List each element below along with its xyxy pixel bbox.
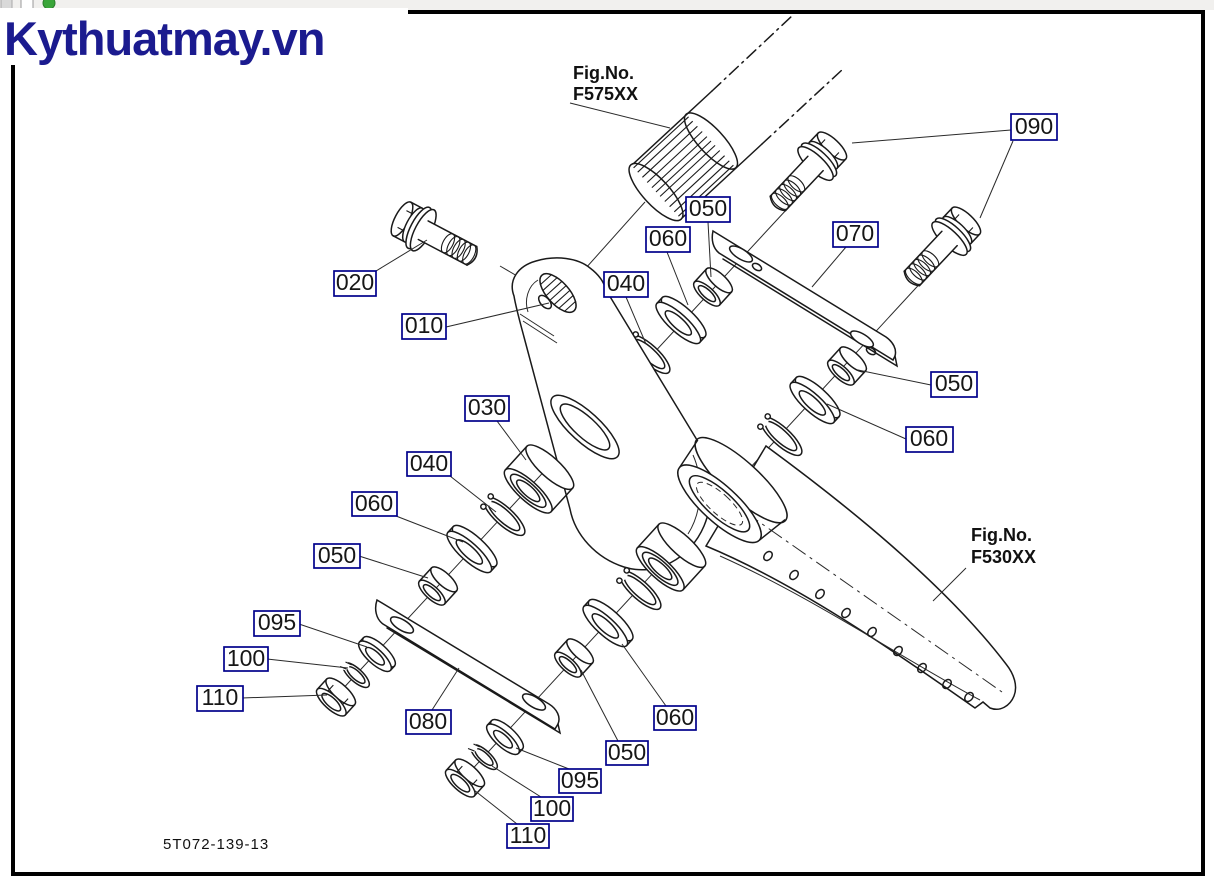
svg-text:060: 060 <box>656 704 694 730</box>
svg-text:Fig.No.: Fig.No. <box>971 525 1032 545</box>
svg-text:F575XX: F575XX <box>573 84 638 104</box>
svg-text:040: 040 <box>607 270 645 296</box>
svg-text:050: 050 <box>935 370 973 396</box>
callout-100-b[interactable]: 100 <box>530 795 574 822</box>
callout-070[interactable]: 070 <box>832 220 879 248</box>
callout-050-r[interactable]: 050 <box>930 370 978 398</box>
part-plate-080 <box>374 598 562 735</box>
callout-030[interactable]: 030 <box>464 394 510 422</box>
part-arm-f530xx <box>677 436 1017 710</box>
callout-100-a[interactable]: 100 <box>223 645 269 672</box>
svg-text:070: 070 <box>836 220 874 246</box>
svg-text:060: 060 <box>355 490 393 516</box>
svg-text:060: 060 <box>910 425 948 451</box>
callout-020[interactable]: 020 <box>333 269 377 297</box>
toolbar-fragment-icon[interactable] <box>0 0 13 10</box>
callout-050-a[interactable]: 050 <box>685 195 731 223</box>
part-hub <box>677 436 788 544</box>
svg-text:050: 050 <box>689 195 727 221</box>
callouts: 020 010 050 060 040 070 090 030 050 060 … <box>196 113 1058 849</box>
part-shaft-f575xx <box>628 14 844 222</box>
callout-040-a[interactable]: 040 <box>603 270 649 298</box>
callout-050-c[interactable]: 050 <box>605 739 649 766</box>
callout-060-r[interactable]: 060 <box>905 425 954 453</box>
callout-080[interactable]: 080 <box>405 708 452 735</box>
callout-090[interactable]: 090 <box>1010 113 1058 141</box>
callout-060-b[interactable]: 060 <box>351 490 398 517</box>
svg-text:F530XX: F530XX <box>971 547 1036 567</box>
callout-050-b[interactable]: 050 <box>313 542 361 569</box>
svg-text:110: 110 <box>510 822 547 848</box>
arm-holes <box>763 550 974 703</box>
part-plate-070 <box>711 229 899 368</box>
logo-text[interactable]: Kythuatmay.vn <box>4 12 325 65</box>
site-logo[interactable]: Kythuatmay.vn <box>0 8 408 65</box>
svg-text:095: 095 <box>561 767 599 793</box>
callout-040-b[interactable]: 040 <box>406 450 452 477</box>
svg-text:010: 010 <box>405 312 443 338</box>
svg-text:020: 020 <box>336 269 374 295</box>
svg-text:Fig.No.: Fig.No. <box>573 63 634 83</box>
svg-text:090: 090 <box>1015 113 1053 139</box>
spline-hatch <box>633 116 734 217</box>
svg-text:095: 095 <box>258 609 296 635</box>
callout-010[interactable]: 010 <box>401 312 447 340</box>
callout-095-a[interactable]: 095 <box>253 609 301 637</box>
svg-text:060: 060 <box>649 225 687 251</box>
svg-text:050: 050 <box>608 739 646 765</box>
svg-text:040: 040 <box>410 450 448 476</box>
callout-060-c[interactable]: 060 <box>653 704 697 731</box>
toolbar-add-icon[interactable] <box>42 0 56 10</box>
toolbar-frame-icon[interactable] <box>20 0 34 10</box>
callout-060-a[interactable]: 060 <box>645 225 691 253</box>
callout-110-b[interactable]: 110 <box>506 822 550 849</box>
drawing-number: 5T072-139-13 <box>163 836 269 853</box>
svg-text:110: 110 <box>202 684 239 710</box>
svg-text:100: 100 <box>227 645 265 671</box>
leader-lines <box>241 102 1014 825</box>
svg-text:100: 100 <box>533 795 571 821</box>
fig-ref-f575xx: Fig.No. F575XX <box>573 63 638 104</box>
svg-text:030: 030 <box>468 394 506 420</box>
callout-095-b[interactable]: 095 <box>558 767 602 794</box>
svg-text:050: 050 <box>318 542 356 568</box>
fig-ref-f530xx: Fig.No. F530XX <box>971 525 1036 567</box>
callout-110-a[interactable]: 110 <box>196 684 244 712</box>
logo-background <box>0 8 408 65</box>
svg-text:080: 080 <box>409 708 447 734</box>
